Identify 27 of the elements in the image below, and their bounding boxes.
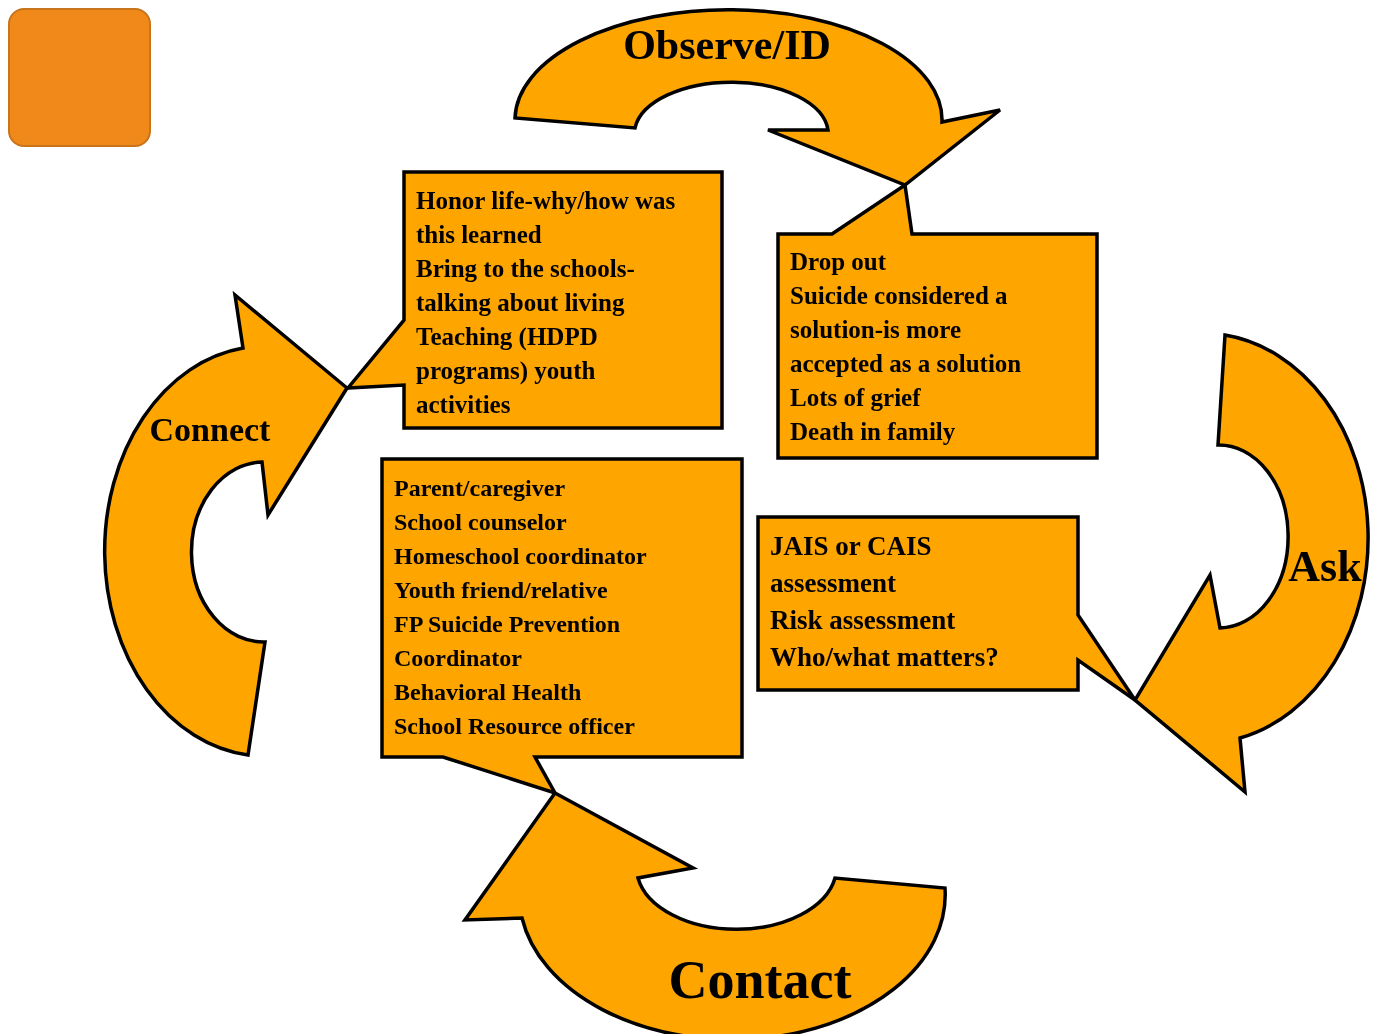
- callout-text: Behavioral Health: [394, 678, 583, 707]
- callout-text: FP Suicide Prevention Coordinator: [394, 610, 622, 673]
- callout-text: Suicide considered a solution-is more accepted as a solution: [790, 281, 1023, 379]
- arrow-label: Contact: [668, 953, 852, 1007]
- callout-text: Who/what matters?: [770, 641, 1000, 674]
- callout-box: [776, 182, 1100, 461]
- callout-text: Risk assessment: [770, 604, 957, 637]
- callout-box: [345, 170, 725, 431]
- arrow-label: Connect: [149, 413, 271, 447]
- arrow-label: Observe/ID: [623, 24, 831, 66]
- arrow-label: Ask: [1288, 545, 1362, 589]
- callout-text: School counselor: [394, 508, 568, 537]
- callout-box: [756, 515, 1138, 703]
- callout-box: [380, 457, 744, 796]
- callout-text: School Resource officer: [394, 712, 636, 741]
- callout-text: Parent/caregiver: [394, 474, 567, 503]
- callout-text: Teaching (HDPD programs) youth activities: [416, 322, 599, 420]
- callout-text: Youth friend/relative: [394, 576, 609, 605]
- callout-text: Death in family: [790, 417, 957, 447]
- rounded-square: [8, 8, 151, 147]
- curved-arrow: [512, 8, 1004, 188]
- callout-text: JAIS or CAIS assessment: [770, 530, 933, 600]
- callout-text: Drop out: [790, 247, 888, 277]
- callout-text: Lots of grief: [790, 383, 922, 413]
- callout-text: Bring to the schools-talking about living: [416, 254, 636, 318]
- callout-text: Homeschool coordinator: [394, 542, 648, 571]
- callout-text: Honor life-why/how was this learned: [416, 186, 677, 250]
